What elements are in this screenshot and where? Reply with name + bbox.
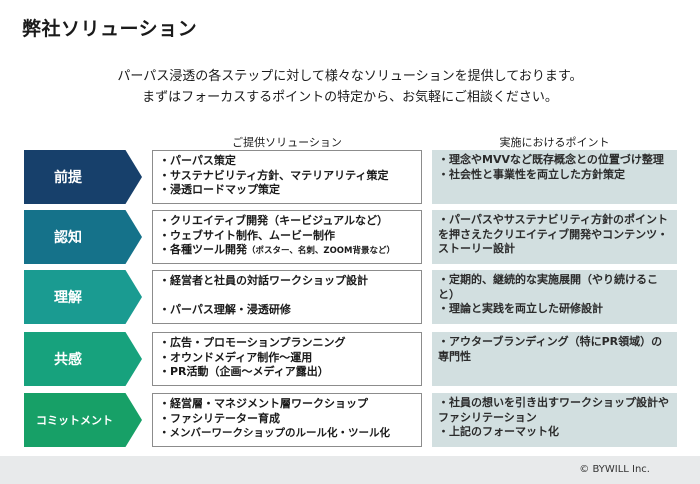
- solutions-box-empathy: ・広告・プロモーションプランニング ・オウンドメディア制作～運用 ・PR活動（企…: [152, 332, 422, 386]
- solutions-box-awareness: ・クリエイティブ開発（キービジュアルなど） ・ウェブサイト制作、ムービー制作 ・…: [152, 210, 422, 264]
- intro-text: パーパス浸透の各ステップに対して様々なソリューションを提供しております。 まずは…: [0, 66, 700, 108]
- step-chevron-awareness: 認知: [24, 210, 142, 264]
- point-item: ・パーパスやサステナビリティ方針のポイントを押さえたクリエイティブ開発やコンテン…: [438, 213, 669, 255]
- point-item: ・社会性と事業性を両立した方針策定: [438, 167, 625, 181]
- column-header-points: 実施におけるポイント: [499, 136, 610, 149]
- solution-item-note: （ポスター、名刺、ZOOM背景など）: [247, 246, 395, 256]
- solutions-box-premise: ・パーパス策定 ・サステナビリティ方針、マテリアリティ策定 ・浸透ロードマップ策…: [152, 150, 422, 204]
- solution-item: ・パーパス策定: [159, 154, 236, 167]
- step-chevron-commitment: コミットメント: [24, 393, 142, 447]
- solution-item: ・パーパス理解・浸透研修: [159, 302, 291, 316]
- solution-item: ・オウンドメディア制作～運用: [159, 350, 313, 364]
- solution-item: ・経営層・マネジメント層ワークショップ: [159, 397, 368, 410]
- step-label: 共感: [54, 352, 82, 368]
- point-item: ・定期的、継続的な実施展開（やり続けること）: [438, 273, 658, 301]
- column-header-solutions: ご提供ソリューション: [232, 136, 342, 149]
- solution-item: ・浸透ロードマップ策定: [159, 183, 280, 196]
- intro-line-1: パーパス浸透の各ステップに対して様々なソリューションを提供しております。: [117, 69, 583, 84]
- step-label: 理解: [54, 290, 82, 306]
- step-chevron-premise: 前提: [24, 150, 142, 204]
- solution-item: ・ウェブサイト制作、ムービー制作: [159, 228, 335, 242]
- step-label: 認知: [54, 230, 82, 246]
- step-label: 前提: [54, 170, 82, 186]
- step-row-commitment: コミットメント ・経営層・マネジメント層ワークショップ ・ファシリテーター育成 …: [0, 393, 700, 447]
- copyright-text: © BYWILL Inc.: [579, 464, 650, 475]
- solutions-box-commitment: ・経営層・マネジメント層ワークショップ ・ファシリテーター育成 ・メンバーワーク…: [152, 393, 422, 447]
- intro-line-2: まずはフォーカスするポイントの特定から、お気軽にご相談ください。: [142, 90, 558, 105]
- solution-item: ・PR活動（企画～メディア露出）: [159, 365, 329, 378]
- points-box-empathy: ・アウターブランディング（特にPR領域）の専門性: [432, 332, 677, 386]
- step-chevron-understanding: 理解: [24, 270, 142, 324]
- solution-item: ・経営者と社員の対話ワークショップ設計: [159, 274, 368, 287]
- points-box-premise: ・理念やMVVなど既存概念との位置づけ整理 ・社会性と事業性を両立した方針策定: [432, 150, 677, 204]
- points-box-commitment: ・社員の想いを引き出すワークショップ設計やファシリテーション ・上記のフォーマッ…: [432, 393, 677, 447]
- solutions-box-understanding: ・経営者と社員の対話ワークショップ設計 ・パーパス理解・浸透研修: [152, 270, 422, 324]
- page-title: 弊社ソリューション: [22, 18, 198, 40]
- point-item: ・社員の想いを引き出すワークショップ設計やファシリテーション: [438, 396, 669, 424]
- step-row-awareness: 認知 ・クリエイティブ開発（キービジュアルなど） ・ウェブサイト制作、ムービー制…: [0, 210, 700, 264]
- footer-bar: © BYWILL Inc.: [0, 456, 700, 484]
- solution-item: ・広告・プロモーションプランニング: [159, 336, 346, 349]
- point-item: ・理論と実践を両立した研修設計: [438, 302, 603, 315]
- solution-item: ・メンバーワークショップのルール化・ツール化: [159, 427, 390, 439]
- solution-item: ・サステナビリティ方針、マテリアリティ策定: [159, 168, 389, 182]
- step-chevron-empathy: 共感: [24, 332, 142, 386]
- solution-item: ・クリエイティブ開発（キービジュアルなど）: [159, 214, 389, 227]
- solution-item: ・各種ツール開発（ポスター、名刺、ZOOM背景など）: [159, 243, 415, 259]
- step-row-premise: 前提 ・パーパス策定 ・サステナビリティ方針、マテリアリティ策定 ・浸透ロードマ…: [0, 150, 700, 204]
- points-box-awareness: ・パーパスやサステナビリティ方針のポイントを押さえたクリエイティブ開発やコンテン…: [432, 210, 677, 264]
- point-item: ・アウターブランディング（特にPR領域）の専門性: [438, 335, 663, 363]
- step-row-understanding: 理解 ・経営者と社員の対話ワークショップ設計 ・パーパス理解・浸透研修 ・定期的…: [0, 270, 700, 324]
- solution-item-main: ・各種ツール開発: [159, 243, 247, 256]
- step-row-empathy: 共感 ・広告・プロモーションプランニング ・オウンドメディア制作～運用 ・PR活…: [0, 332, 700, 386]
- point-item: ・上記のフォーマット化: [438, 425, 559, 438]
- solution-item: ・ファシリテーター育成: [159, 411, 280, 425]
- step-label: コミットメント: [36, 414, 113, 427]
- points-box-understanding: ・定期的、継続的な実施展開（やり続けること） ・理論と実践を両立した研修設計: [432, 270, 677, 324]
- point-item: ・理念やMVVなど既存概念との位置づけ整理: [438, 153, 664, 166]
